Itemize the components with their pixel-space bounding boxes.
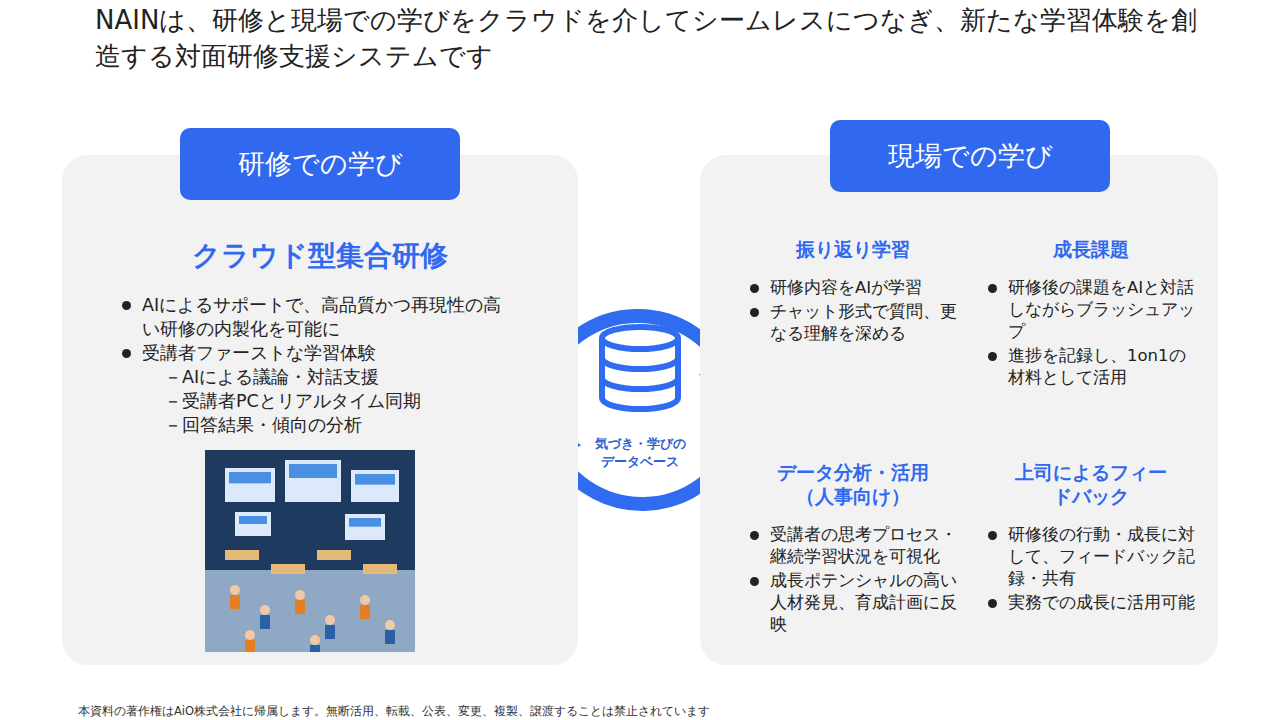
sub-item: －AIによる議論・対話支援 xyxy=(164,365,540,389)
section-heading: データ分析・活用（人事向け） xyxy=(768,460,938,508)
section-heading: 成長課題 xyxy=(1006,237,1176,261)
bullet-dot xyxy=(750,308,759,317)
training-panel: 研修での学びクラウド型集合研修AIによるサポートで、高品質かつ再現性の高い研修の… xyxy=(62,155,578,665)
bullet-row: チャット形式で質問、更なる理解を深める xyxy=(748,301,958,345)
section-column: 振り返り学習研修内容をAIが学習チャット形式で質問、更なる理解を深める xyxy=(748,237,958,347)
bullet-row: 進捗を記録し、1on1の材料として活用 xyxy=(986,345,1196,389)
bullet-row: 実務での成長に活用可能 xyxy=(986,592,1196,614)
bullet-row: 研修後の課題をAIと対話しながらブラッシュアップ xyxy=(986,277,1196,343)
bullet-dot xyxy=(750,284,759,293)
office-illustration xyxy=(205,450,415,652)
bullet-row: 受講者ファーストな学習体験 xyxy=(120,341,540,365)
bullet-dot xyxy=(988,599,997,608)
tab-label: 研修での学び xyxy=(238,146,403,182)
bullet-dot xyxy=(988,531,997,540)
database-node: 気づき・学びのデータベース xyxy=(580,432,700,478)
section-column: 上司によるフィードバック研修後の行動・成長に対して、フィードバック記録・共有実務… xyxy=(986,460,1196,616)
tab-label: 現場での学び xyxy=(888,138,1053,174)
bullet-text: AIによるサポートで、高品質かつ再現性の高い研修の内製化を可能に xyxy=(142,293,502,341)
workplace-panel: 現場での学び振り返り学習研修内容をAIが学習チャット形式で質問、更なる理解を深め… xyxy=(700,155,1218,665)
footer-note: 本資料の著作権はAiO株式会社に帰属します。無断活用、転載、公表、変更、複製、譲… xyxy=(78,704,710,719)
bullet-list: AIによるサポートで、高品質かつ再現性の高い研修の内製化を可能に受講者ファースト… xyxy=(120,293,540,437)
bullet-row: －回答結果・傾向の分析 xyxy=(120,413,540,437)
bullet-text: 進捗を記録し、1on1の材料として活用 xyxy=(1008,345,1196,389)
bullet-text: 成長ポテンシャルの高い人材発見、育成計画に反映 xyxy=(770,570,958,636)
page-title: NAINは、研修と現場での学びをクラウドを介してシームレスにつなぎ、新たな学習体… xyxy=(95,2,1205,74)
section-column: 成長課題研修後の課題をAIと対話しながらブラッシュアップ進捗を記録し、1on1の… xyxy=(986,237,1196,391)
bullet-text: チャット形式で質問、更なる理解を深める xyxy=(770,301,958,345)
section-heading: 振り返り学習 xyxy=(768,237,938,261)
bullet-dot xyxy=(122,301,131,310)
section-tab: 現場での学び xyxy=(830,120,1110,192)
sub-item: －回答結果・傾向の分析 xyxy=(164,413,540,437)
database-label: 気づき・学びのデータベース xyxy=(590,435,690,471)
bullet-dot xyxy=(750,577,759,586)
sub-item: －受講者PCとリアルタイム同期 xyxy=(164,389,540,413)
panel-heading: クラウド型集合研修 xyxy=(62,237,578,275)
bullet-text: 研修後の行動・成長に対して、フィードバック記録・共有 xyxy=(1008,524,1196,590)
bullet-dot xyxy=(750,531,759,540)
bullet-row: 研修後の行動・成長に対して、フィードバック記録・共有 xyxy=(986,524,1196,590)
bullet-text: 研修内容をAIが学習 xyxy=(770,277,958,299)
database-icon xyxy=(602,327,678,409)
bullet-row: AIによるサポートで、高品質かつ再現性の高い研修の内製化を可能に xyxy=(120,293,540,341)
bullet-row: －受講者PCとリアルタイム同期 xyxy=(120,389,540,413)
section-column: データ分析・活用（人事向け） 受講者の思考プロセス・継続学習状況を可視化成長ポテン… xyxy=(748,460,958,638)
section-tab: 研修での学び xyxy=(180,128,460,200)
bullet-dot xyxy=(988,284,997,293)
bullet-text: 受講者ファーストな学習体験 xyxy=(142,341,502,365)
bullet-text: 実務での成長に活用可能 xyxy=(1008,592,1196,614)
section-heading: 上司によるフィードバック xyxy=(1006,460,1176,508)
bullet-row: 成長ポテンシャルの高い人材発見、育成計画に反映 xyxy=(748,570,958,636)
bullet-text: 受講者の思考プロセス・継続学習状況を可視化 xyxy=(770,524,958,568)
bullet-row: －AIによる議論・対話支援 xyxy=(120,365,540,389)
bullet-dot xyxy=(122,349,131,358)
bullet-dot xyxy=(988,352,997,361)
bullet-row: 研修内容をAIが学習 xyxy=(748,277,958,299)
bullet-row: 受講者の思考プロセス・継続学習状況を可視化 xyxy=(748,524,958,568)
bullet-text: 研修後の課題をAIと対話しながらブラッシュアップ xyxy=(1008,277,1196,343)
